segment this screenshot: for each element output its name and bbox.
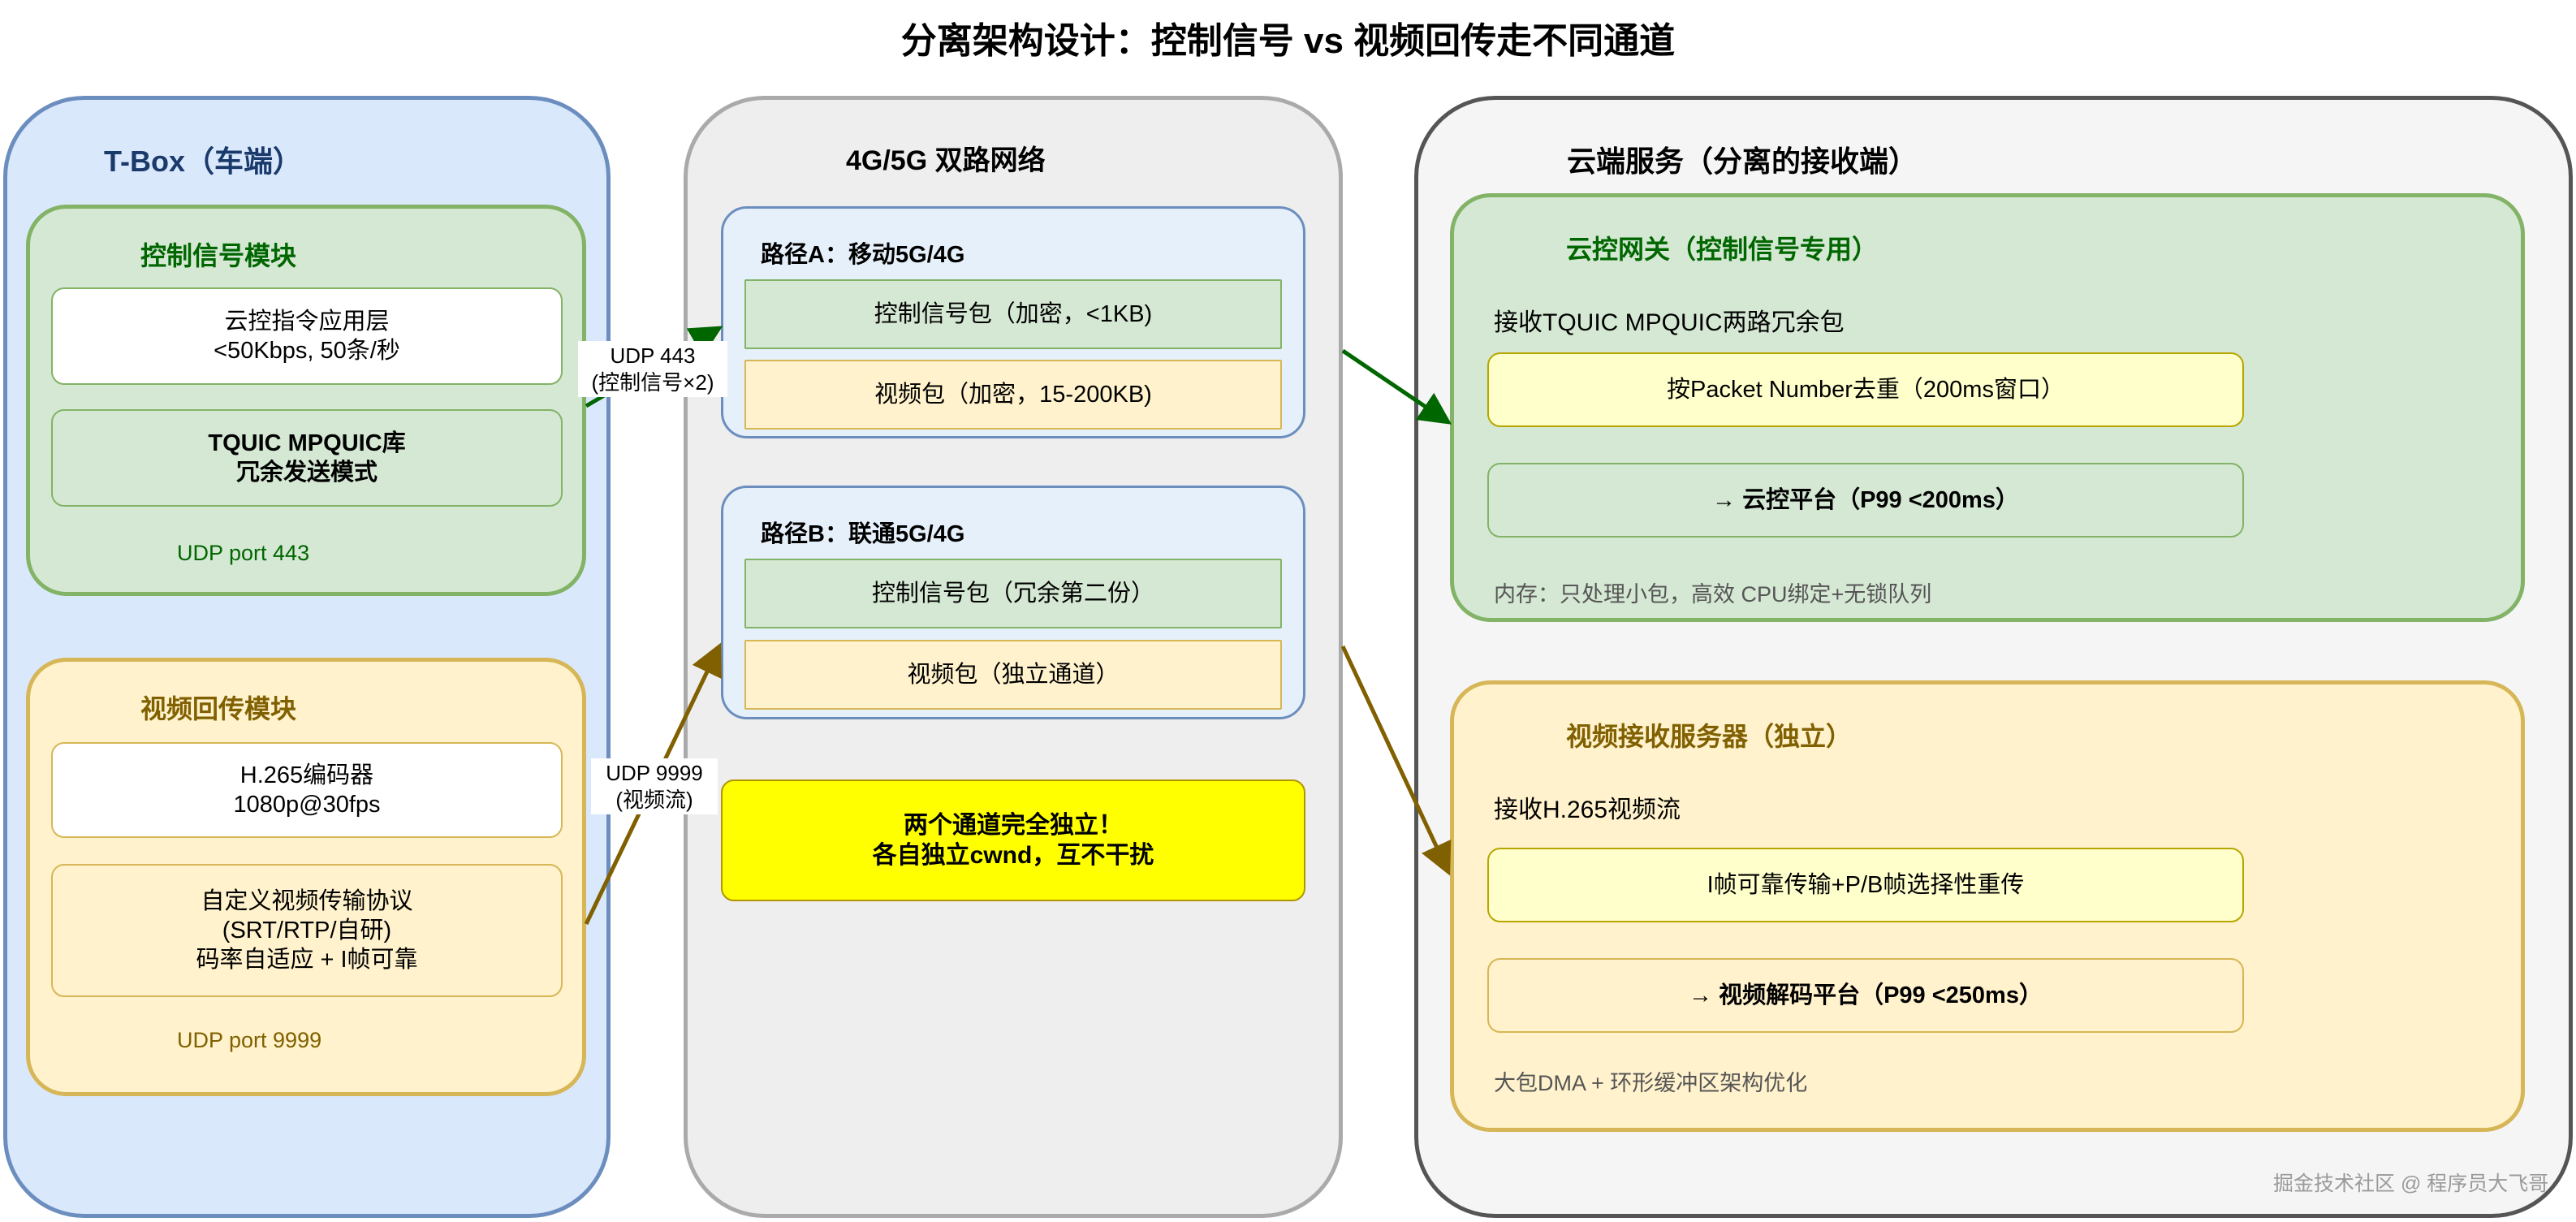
control-port-label: UDP port 443 xyxy=(177,541,310,565)
video-server-receive-text: 接收H.265视频流 xyxy=(1494,797,1681,823)
video-server-optimize-note: 大包DMA + 环形缓冲区架构优化 xyxy=(1494,1071,1808,1095)
diagram-title: 分离架构设计：控制信号 vs 视频回传走不同通道 xyxy=(900,21,1676,61)
tquic-library-box: TQUIC MPQUIC库 冗余发送模式 xyxy=(51,409,563,507)
watermark: 掘金技术社区 @ 程序员大飞哥 xyxy=(2273,1172,2549,1195)
dedup-box: 按Packet Number去重（200ms窗口） xyxy=(1487,352,2244,427)
independent-channels-note: 两个通道完全独立！ 各自独立cwnd，互不干扰 xyxy=(721,779,1305,901)
path-a-title: 路径A：移动5G/4G xyxy=(761,242,965,268)
control-app-layer-box: 云控指令应用层 <50Kbps, 50条/秒 xyxy=(51,287,563,385)
control-connection-label: UDP 443 (控制信号×2) xyxy=(578,341,727,397)
path-b-title: 路径B：联通5G/4G xyxy=(761,521,965,547)
control-module-group xyxy=(26,205,586,596)
gateway-receive-text: 接收TQUIC MPQUIC两路冗余包 xyxy=(1494,309,1845,336)
path-b-control-packet: 控制信号包（冗余第二份） xyxy=(744,559,1282,628)
path-a-video-packet: 视频包（加密，15-200KB) xyxy=(744,360,1282,430)
gateway-memory-note: 内存：只处理小包，高效 CPU绑定+无锁队列 xyxy=(1494,582,1932,607)
tbox-title: T-Box（车端） xyxy=(104,145,303,178)
control-module-title: 控制信号模块 xyxy=(140,241,297,270)
cloud-control-platform-box: → 云控平台（P99 <200ms） xyxy=(1487,463,2244,538)
cloud-title: 云端服务（分离的接收端） xyxy=(1567,145,1918,178)
video-port-label: UDP port 9999 xyxy=(177,1028,322,1052)
video-protocol-box: 自定义视频传输协议 (SRT/RTP/自研) 码率自适应 + I帧可靠 xyxy=(51,864,563,997)
retransmit-box: I帧可靠传输+P/B帧选择性重传 xyxy=(1487,848,2244,922)
path-a-control-packet: 控制信号包（加密，<1KB) xyxy=(744,279,1282,349)
video-module-title: 视频回传模块 xyxy=(140,694,297,723)
network-title: 4G/5G 双路网络 xyxy=(846,145,1046,176)
path-b-video-packet: 视频包（独立通道） xyxy=(744,640,1282,710)
cloud-gateway-title: 云控网关（控制信号专用） xyxy=(1566,235,1879,264)
video-server-title: 视频接收服务器（独立） xyxy=(1566,722,1853,751)
control-signal-arrow-out xyxy=(1341,348,1452,425)
h265-encoder-box: H.265编码器 1080p@30fps xyxy=(51,742,563,838)
video-connection-label: UDP 9999 (视频流) xyxy=(591,758,718,814)
video-stream-arrow-out xyxy=(1340,645,1452,876)
video-decode-platform-box: → 视频解码平台（P99 <250ms） xyxy=(1487,958,2244,1033)
